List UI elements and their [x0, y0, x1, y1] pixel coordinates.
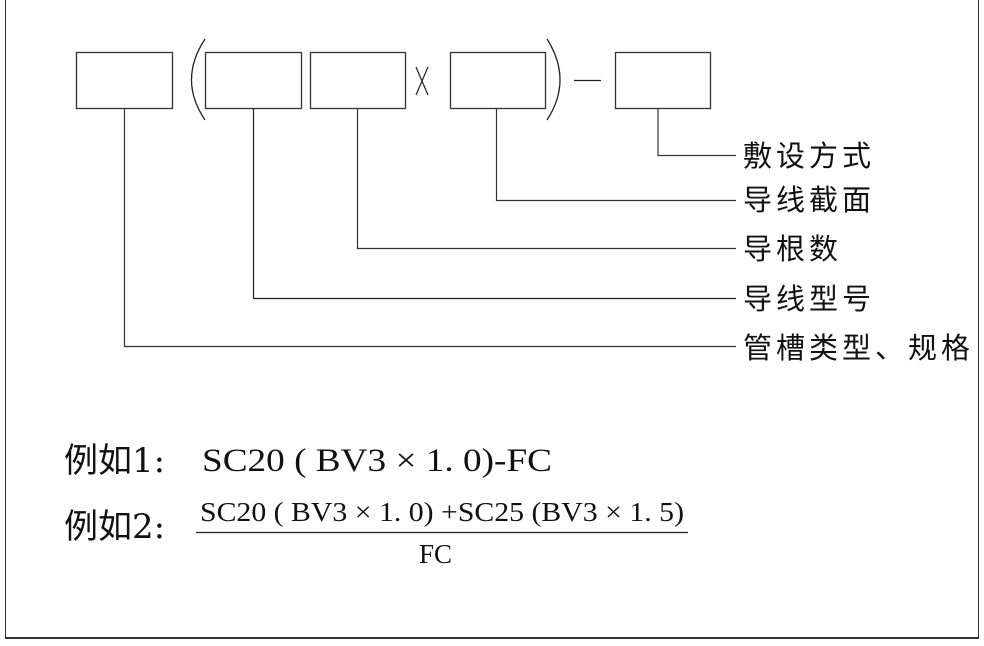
label-wire-count: 导根数: [743, 232, 842, 266]
label-wire-section: 导线截面: [743, 183, 875, 217]
box-wire-section: [449, 51, 547, 110]
label-conduit-spec: 管槽类型、规格: [743, 331, 974, 365]
label-laying-method: 敷设方式: [743, 139, 875, 173]
label-wire-type: 导线型号: [743, 282, 875, 316]
box-wire-type: [204, 51, 303, 110]
outer-frame: [5, 0, 979, 639]
leader-wire-count: [356, 108, 736, 250]
leader-laying-method: [657, 108, 736, 157]
example2-denominator: FC: [419, 539, 452, 569]
example2-prefix: 例如2:: [64, 507, 165, 547]
example1-formula: SC20 ( BV3 × 1. 0)-FC: [202, 443, 552, 479]
leader-wire-section: [495, 108, 736, 202]
box-conduit: [75, 51, 174, 110]
box-laying-method: [614, 51, 712, 110]
example1-prefix: 例如1:: [64, 441, 165, 481]
multiply-glyph-b: [415, 66, 429, 96]
close-paren-glyph: [546, 38, 561, 121]
box-wire-count: [309, 51, 407, 110]
example2-numerator: SC20 ( BV3 × 1. 0) +SC25 (BV3 × 1. 5): [200, 497, 684, 527]
leader-conduit: [123, 108, 736, 348]
leader-wire-type: [252, 108, 736, 300]
open-paren-glyph: [190, 38, 206, 121]
